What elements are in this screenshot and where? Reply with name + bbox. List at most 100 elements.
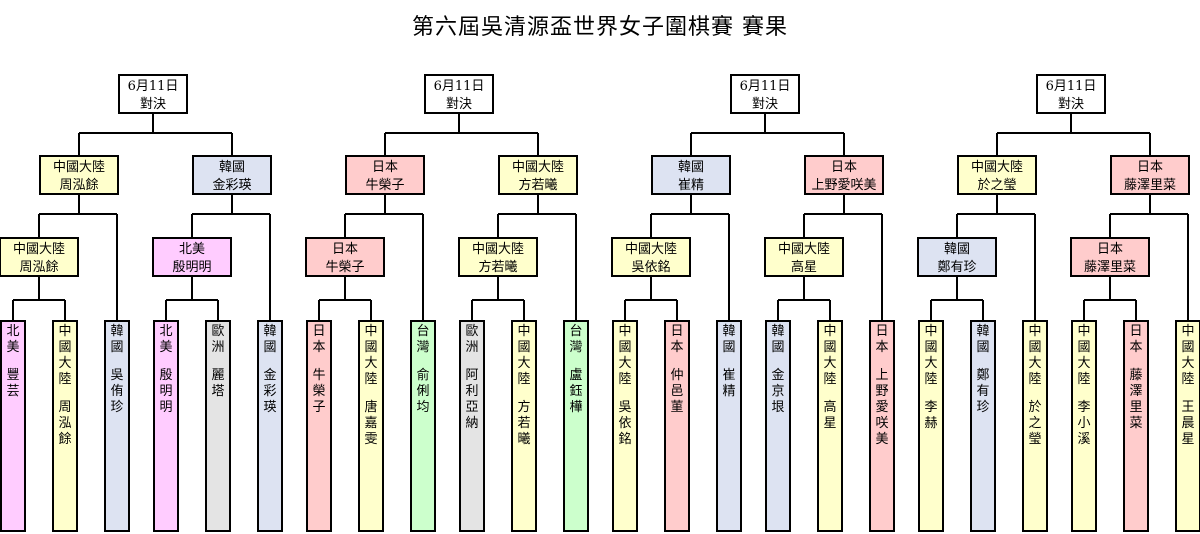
player-box: 日本仲邑菫 [664, 320, 690, 532]
player-region: 韓國 [218, 160, 245, 175]
player-name: 金京垠 [771, 368, 785, 415]
player-region: 歐洲 [211, 324, 225, 355]
player-name: 金彩瑛 [263, 368, 277, 415]
player-region: 歐洲 [465, 324, 479, 355]
match-date: 6月11日 [433, 79, 485, 94]
player-name: 牛榮子 [325, 260, 365, 275]
player-region: 中國大陸 [1077, 324, 1091, 387]
player-box: 台灣盧鈺樺 [563, 320, 589, 532]
player-region: 中國大陸 [364, 324, 378, 387]
player-name: 於之瑩 [977, 178, 1017, 193]
player-region: 韓國 [110, 324, 124, 355]
player-name: 藤澤里菜 [1129, 368, 1143, 431]
player-name: 牛榮子 [312, 368, 326, 415]
player-name: 俞俐均 [416, 368, 430, 415]
player-name: 殷明明 [159, 368, 173, 415]
player-region: 日本 [1136, 160, 1163, 175]
player-name: 殷明明 [172, 260, 212, 275]
player-name: 周泓餘 [59, 178, 99, 193]
player-region: 中國大陸 [618, 324, 632, 387]
quarterfinal-box: 中國大陸周泓餘 [0, 237, 79, 277]
player-box: 中國大陸王晨星 [1175, 320, 1200, 532]
player-box: 北美殷明明 [153, 320, 179, 532]
bracket-title: 第六屆吳清源盃世界女子圍棋賽 賽果 [412, 15, 788, 40]
player-region: 北美 [178, 242, 205, 257]
player-region: 日本 [670, 324, 684, 355]
player-name: 吳侑珍 [110, 368, 124, 415]
match-label: 對決 [1057, 97, 1084, 112]
player-name: 藤澤里菜 [1083, 260, 1136, 275]
player-name: 麗塔 [211, 368, 225, 399]
player-region: 韓國 [976, 324, 990, 355]
player-name: 周泓餘 [58, 400, 72, 447]
player-name: 牛榮子 [365, 178, 405, 193]
player-box: 韓國金彩瑛 [257, 320, 283, 532]
player-name: 李小溪 [1077, 400, 1091, 447]
quarterfinal-box: 日本牛榮子 [305, 237, 385, 277]
player-name: 金彩瑛 [212, 178, 252, 193]
player-region: 中國大陸 [970, 160, 1023, 175]
match-label: 對決 [139, 97, 166, 112]
player-region: 日本 [312, 324, 326, 355]
player-name: 鄭有珍 [937, 260, 977, 275]
player-box: 歐洲麗塔 [205, 320, 231, 532]
player-region: 中國大陸 [511, 160, 564, 175]
player-name: 仲邑菫 [670, 368, 684, 415]
semifinal-box: 日本上野愛咲美 [804, 155, 884, 195]
match-date: 6月11日 [1045, 79, 1097, 94]
semifinal-box: 中國大陸方若曦 [498, 155, 578, 195]
player-region: 韓國 [943, 242, 970, 257]
semifinal-box: 韓國金彩瑛 [192, 155, 272, 195]
player-box: 歐洲阿利亞納 [459, 320, 485, 532]
match-date: 6月11日 [127, 79, 179, 94]
player-name: 高星 [823, 400, 837, 431]
player-name: 崔精 [722, 368, 736, 399]
player-box: 日本牛榮子 [306, 320, 332, 532]
player-region: 日本 [1096, 242, 1123, 257]
player-name: 上野愛咲美 [875, 368, 889, 447]
player-region: 日本 [1129, 324, 1143, 355]
quarterfinal-box: 中國大陸方若曦 [458, 237, 538, 277]
player-box: 韓國鄭有珍 [970, 320, 996, 532]
player-region: 中國大陸 [471, 242, 524, 257]
quarterfinal-box: 中國大陸吳依銘 [611, 237, 691, 277]
player-region: 中國大陸 [12, 242, 65, 257]
player-box: 中國大陸吳依銘 [612, 320, 638, 532]
player-name: 崔精 [677, 178, 704, 193]
player-name: 方若曦 [518, 178, 558, 193]
player-region: 中國大陸 [1181, 324, 1195, 387]
player-name: 王晨星 [1181, 400, 1195, 447]
player-region: 韓國 [722, 324, 736, 355]
player-box: 中國大陸周泓餘 [52, 320, 78, 532]
player-region: 韓國 [263, 324, 277, 355]
match-label: 對決 [751, 97, 778, 112]
player-box: 日本藤澤里菜 [1123, 320, 1149, 532]
player-box: 中國大陸李赫 [918, 320, 944, 532]
player-region: 北美 [6, 324, 20, 355]
semifinal-box: 日本藤澤里菜 [1110, 155, 1190, 195]
match-header: 6月11日對決 [1036, 74, 1106, 114]
match-header: 6月11日對決 [424, 74, 494, 114]
player-box: 韓國吳侑珍 [104, 320, 130, 532]
player-name: 於之瑩 [1028, 400, 1042, 447]
player-region: 中國大陸 [1028, 324, 1042, 387]
player-box: 北美豐芸 [0, 320, 26, 532]
player-box: 中國大陸唐嘉雯 [358, 320, 384, 532]
player-name: 藤澤里菜 [1123, 178, 1176, 193]
semifinal-box: 韓國崔精 [651, 155, 731, 195]
match-label: 對決 [445, 97, 472, 112]
player-name: 豐芸 [6, 368, 20, 399]
quarterfinal-box: 中國大陸高星 [764, 237, 844, 277]
player-name: 方若曦 [517, 400, 531, 447]
player-region: 中國大陸 [517, 324, 531, 387]
player-region: 日本 [830, 160, 857, 175]
player-box: 中國大陸方若曦 [511, 320, 537, 532]
player-region: 中國大陸 [52, 160, 105, 175]
player-region: 中國大陸 [624, 242, 677, 257]
player-name: 吳依銘 [631, 260, 671, 275]
player-region: 北美 [159, 324, 173, 355]
player-region: 中國大陸 [924, 324, 938, 387]
semifinal-box: 中國大陸周泓餘 [39, 155, 119, 195]
semifinal-box: 中國大陸於之瑩 [957, 155, 1037, 195]
